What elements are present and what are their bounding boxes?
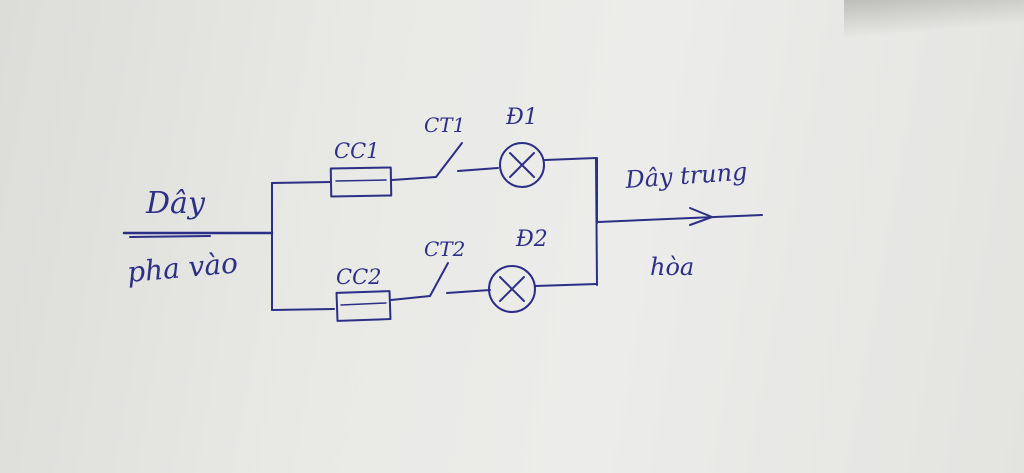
switch-2-label: CT2 — [424, 237, 465, 261]
switch-ct1 — [435, 142, 463, 178]
bottom-branch-wire-4 — [534, 283, 598, 287]
input-label-top: Dây — [145, 186, 206, 221]
bottom-branch-wire-2 — [390, 295, 431, 301]
bottom-branch-wire-3 — [446, 289, 491, 294]
switch-ct2 — [429, 262, 449, 297]
output-label-bottom: hòa — [650, 253, 694, 281]
output-label-top: Dây trung — [623, 158, 748, 195]
fuse-1-label: CC1 — [334, 139, 380, 163]
top-branch-wire-1 — [271, 181, 332, 184]
input-underline — [129, 235, 211, 238]
input-label-bottom: pha vào — [126, 246, 239, 289]
paper-shadow — [844, 0, 1024, 40]
lamp-1-label: Đ1 — [505, 105, 538, 130]
top-branch-wire-3 — [457, 167, 499, 172]
fuse-cc2-element — [340, 302, 387, 306]
output-wire — [597, 214, 763, 223]
lamp-d1 — [499, 142, 545, 188]
fuse-cc1 — [329, 166, 393, 198]
switch-1-label: CT1 — [424, 113, 465, 137]
lamp-2-label: Đ2 — [515, 227, 548, 252]
bottom-branch-wire-1 — [271, 308, 335, 311]
fuse-2-label: CC2 — [336, 265, 382, 289]
lamp-d2 — [488, 265, 536, 313]
fuse-cc2 — [335, 290, 392, 322]
output-arrow-icon — [689, 207, 713, 226]
fuse-cc1-element — [335, 179, 387, 182]
top-branch-wire-4 — [544, 157, 598, 286]
top-branch-wire-2 — [391, 176, 437, 181]
